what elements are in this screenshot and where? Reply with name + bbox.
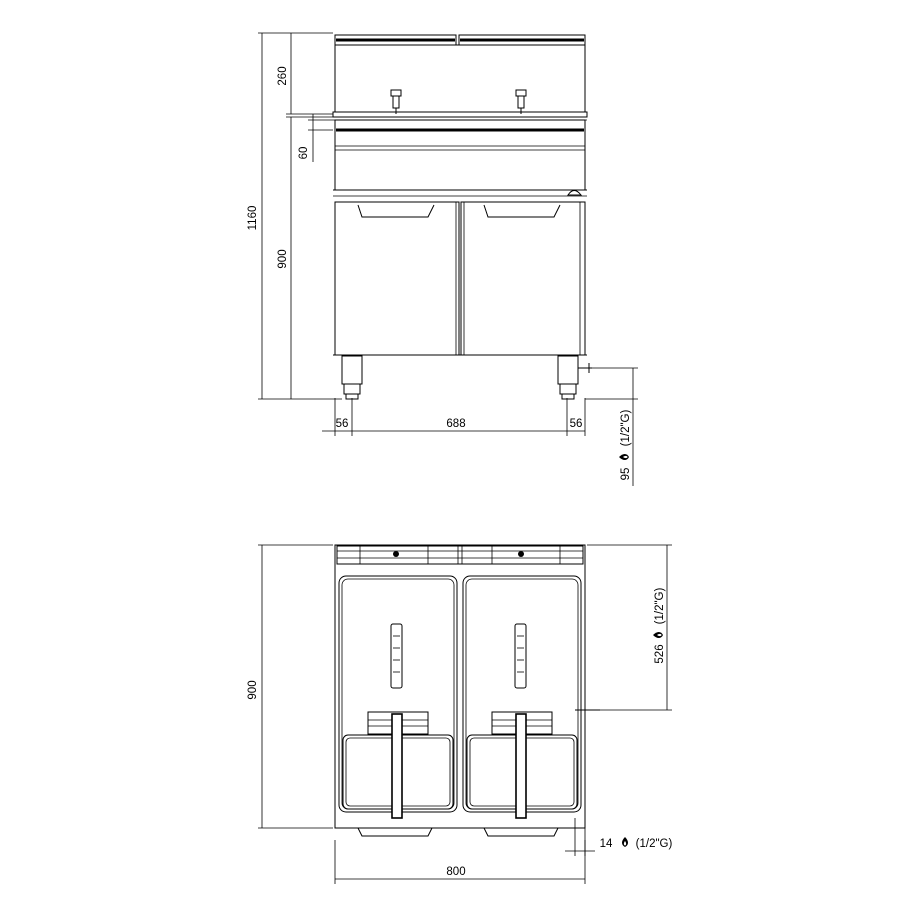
top-tank-left bbox=[338, 575, 458, 819]
dim-door-span: 688 bbox=[446, 418, 465, 430]
front-drain-pan-left bbox=[357, 204, 435, 218]
gas-flame-icon bbox=[622, 837, 628, 847]
dim-left-leg: 56 bbox=[336, 418, 349, 430]
top-drain-tray-left bbox=[357, 827, 433, 837]
gas-flame-icon bbox=[619, 454, 629, 460]
front-leg-left bbox=[341, 355, 363, 400]
dim-gas-inlet-top: 526 bbox=[654, 644, 666, 663]
front-door-right bbox=[460, 201, 586, 356]
top-drain-tray-right bbox=[483, 827, 559, 837]
front-knob-left bbox=[390, 89, 402, 114]
front-leg-right bbox=[557, 355, 579, 400]
dim-gas-inlet-front: 95 bbox=[620, 468, 632, 481]
dim-front-lip: 60 bbox=[298, 147, 310, 160]
top-view: 900 526 (1/2"G) 14 (1/2"G) 800 bbox=[247, 544, 673, 884]
front-lip bbox=[332, 111, 588, 118]
dim-gas-inlet-front-spec: (1/2"G) bbox=[620, 410, 632, 447]
dim-gas-inlet-top-spec: (1/2"G) bbox=[654, 588, 666, 625]
dim-width: 800 bbox=[446, 866, 465, 878]
dim-right-leg: 56 bbox=[570, 418, 583, 430]
gas-flame-icon bbox=[653, 632, 663, 638]
top-body-outline bbox=[334, 544, 586, 829]
dim-depth: 900 bbox=[247, 680, 259, 699]
top-knob-left bbox=[393, 551, 399, 557]
top-knob-right bbox=[518, 551, 524, 557]
dim-body-height: 900 bbox=[277, 249, 289, 268]
top-control-strip bbox=[336, 545, 584, 565]
dim-top-section: 260 bbox=[277, 66, 289, 85]
dim-total-height: 1160 bbox=[247, 206, 259, 231]
front-knob-right bbox=[515, 89, 527, 114]
top-tank-right bbox=[462, 575, 582, 819]
front-door-left bbox=[334, 201, 460, 356]
front-upper-body bbox=[334, 44, 586, 113]
dim-gas-inlet-offset: 14 bbox=[600, 838, 613, 850]
front-drain-pan-right bbox=[483, 204, 561, 218]
dim-gas-inlet-offset-spec: (1/2"G) bbox=[636, 838, 673, 850]
front-view: 1160 260 900 60 56 688 56 95 (1/2"G) bbox=[247, 32, 638, 486]
